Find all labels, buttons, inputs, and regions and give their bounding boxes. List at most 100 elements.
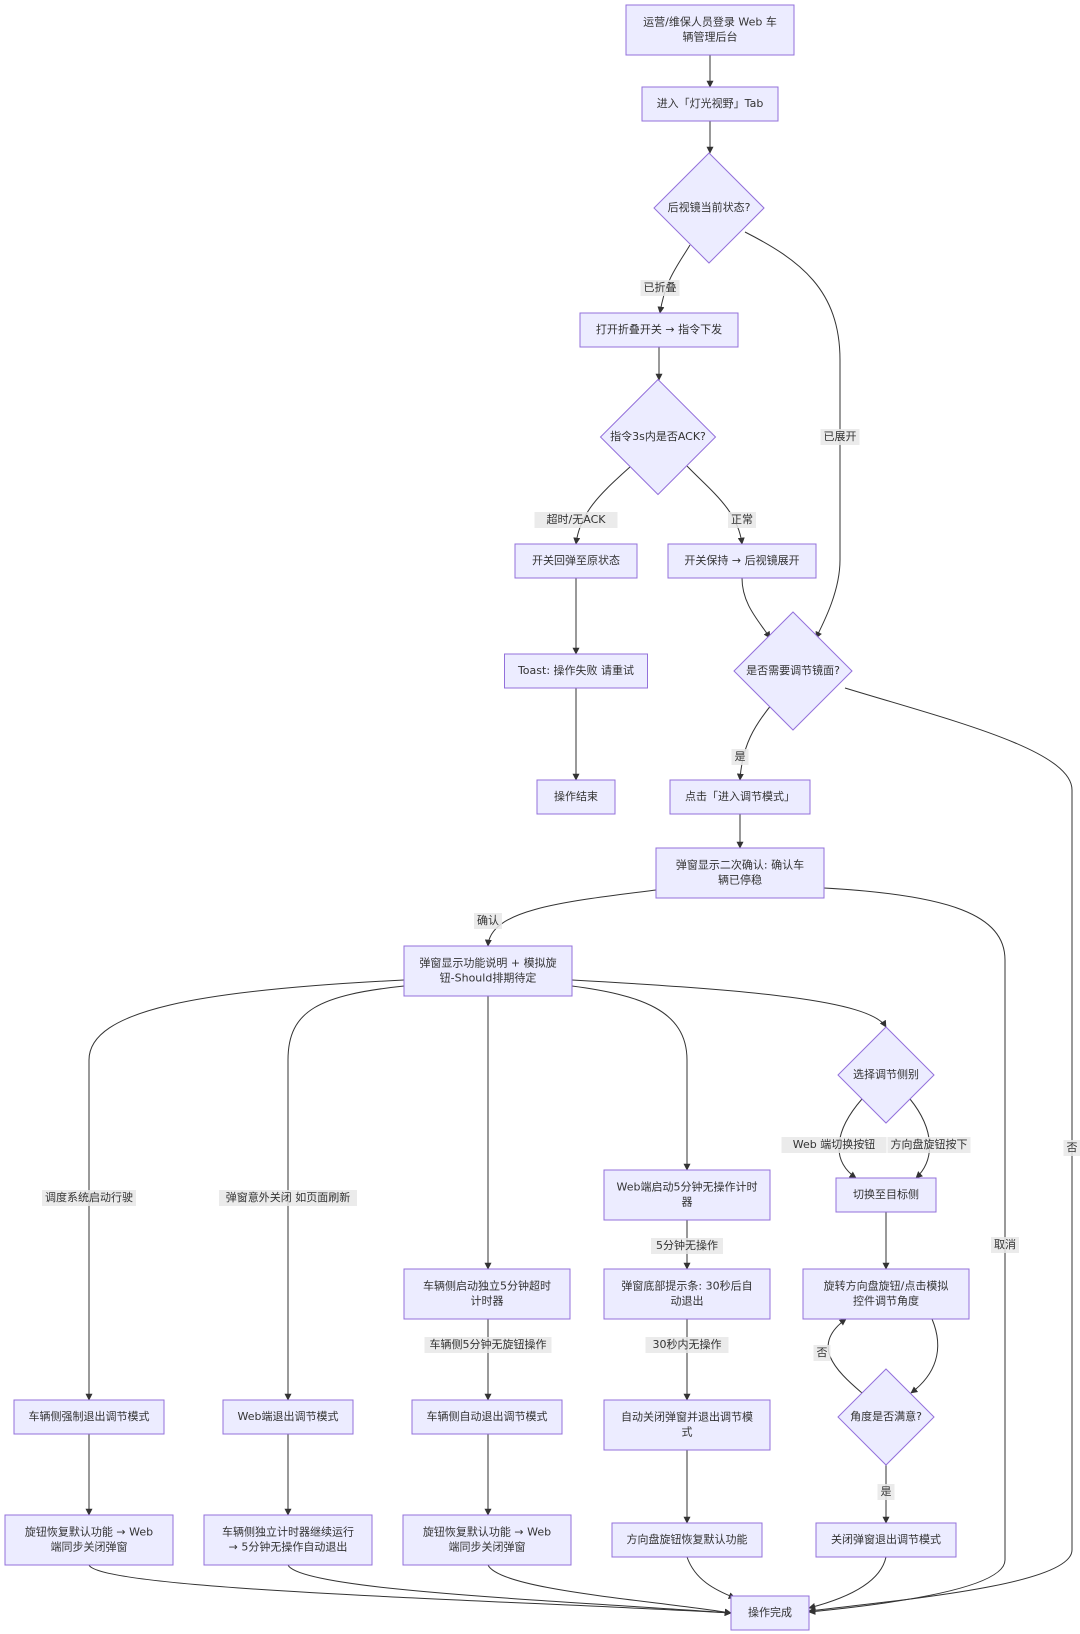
edge-label-web-switch: Web 端切换按钮 (781, 1137, 887, 1153)
node-text: 关闭弹窗退出调节模式 (831, 1532, 941, 1546)
node-text: 辆管理后台 (683, 30, 738, 44)
node-text: 计时器 (471, 1295, 504, 1308)
node-enter-mode: 点击「进入调节模式」 (669, 779, 811, 815)
node-text: 自动关闭弹窗并退出调节模 (621, 1410, 753, 1424)
node-text: 车辆侧独立计时器继续运行 (222, 1525, 354, 1539)
node-satisfied: 角度是否满意? (837, 1368, 935, 1466)
node-close-popup: 关闭弹窗退出调节模式 (815, 1522, 957, 1558)
edge-arrow (571, 979, 887, 1028)
edge-label-dispatch: 调度系统启动行驶 (42, 1190, 136, 1206)
node-text: 是否需要调节镜面? (746, 663, 840, 677)
edge-arrow (744, 231, 841, 639)
edge-label-text: 超时/无ACK (547, 512, 607, 526)
edge-label-expanded: 已展开 (820, 429, 860, 445)
edge-label-no-sat: 否 (813, 1345, 831, 1361)
edge-label-text: 5分钟无操作 (656, 1238, 718, 1252)
edge-label-folded: 已折叠 (640, 280, 680, 296)
node-text: → 5分钟无操作自动退出 (229, 1540, 348, 1554)
edge-label-text: 正常 (731, 513, 753, 526)
edge-label-text: 确认 (477, 914, 499, 927)
edge-arrow (736, 703, 773, 781)
edge-label-no-adjust: 否 (1063, 1140, 1080, 1156)
node-text: Web端退出调节模式 (238, 1409, 339, 1423)
node-text: 旋转方向盘旋钮/点击模拟 (824, 1279, 949, 1293)
node-text: 端同步关闭弹窗 (449, 1540, 526, 1554)
edge-arrow (827, 1318, 863, 1394)
edge-arrow (573, 465, 632, 545)
edge-label-text: 否 (817, 1346, 828, 1359)
edge-arrow (686, 465, 745, 545)
node-text: 指令3s内是否ACK? (610, 429, 706, 443)
edge-arrow (657, 244, 691, 314)
node-text: 钮-Should排期待定 (440, 971, 537, 985)
node-text: 车辆侧强制退出调节模式 (29, 1409, 150, 1423)
edge-arrow (287, 1564, 732, 1617)
edge-label-cancel: 取消 (991, 1237, 1019, 1253)
node-ack: 指令3s内是否ACK? (599, 378, 717, 496)
edge-label-vehicle-5min: 车辆侧5分钟无旋钮操作 (424, 1337, 552, 1353)
node-text: 运营/维保人员登录 Web 车 (643, 15, 777, 29)
node-text: Toast: 操作失败 请重试 (517, 663, 634, 677)
node-open-fold: 打开折叠开关 → 指令下发 (579, 312, 739, 348)
node-text: 打开折叠开关 → 指令下发 (596, 322, 722, 336)
edge-label-text: 30秒内无操作 (653, 1337, 722, 1351)
node-text: 方向盘旋钮恢复默认功能 (627, 1532, 748, 1546)
edge-label-text: 弹窗意外关闭 如页面刷新 (226, 1190, 351, 1204)
edge-label-text: 否 (1067, 1141, 1078, 1154)
node-wheel-restore: 方向盘旋钮恢复默认功能 (611, 1522, 763, 1558)
edge-label-wheel-press: 方向盘旋钮按下 (887, 1137, 971, 1153)
edge-label-text: 调度系统启动行驶 (45, 1190, 133, 1204)
edge-label-text: 已折叠 (644, 280, 677, 294)
edge-label-yes: 是 (731, 749, 749, 765)
node-vehicle-continue: 车辆侧独立计时器继续运行→ 5分钟无操作自动退出 (203, 1514, 373, 1566)
node-auto-exit: 车辆侧自动退出调节模式 (411, 1399, 563, 1435)
edge-arrow (88, 1564, 732, 1617)
node-text: 器 (682, 1196, 693, 1209)
edge-label-text: 已展开 (824, 430, 857, 443)
edge-arrow (808, 887, 1006, 1615)
edge-label-text: 是 (735, 750, 746, 763)
edge-label-text: 车辆侧5分钟无旋钮操作 (430, 1337, 547, 1351)
node-mirror-state: 后视镜当前状态? (653, 152, 765, 264)
node-text: Web端启动5分钟无操作计时 (617, 1180, 758, 1194)
edge-arrow (910, 1318, 939, 1394)
node-text: 动退出 (671, 1294, 704, 1308)
node-done: 操作完成 (730, 1595, 810, 1631)
node-web-exit: Web端退出调节模式 (222, 1399, 354, 1435)
edge-arrow (686, 1556, 736, 1599)
node-text: 后视镜当前状态? (668, 200, 751, 214)
node-switch-side: 切换至目标侧 (835, 1177, 937, 1213)
node-text: 旋钮恢复默认功能 → Web (25, 1525, 153, 1539)
edge-arrow (808, 1556, 887, 1610)
node-keep: 开关保持 → 后视镜展开 (667, 543, 817, 579)
node-rebound: 开关回弹至原状态 (514, 543, 638, 579)
edge-arrow (85, 979, 405, 1401)
node-text: 进入「灯光视野」Tab (657, 96, 764, 110)
node-select-side: 选择调节侧别 (837, 1026, 935, 1124)
node-tab: 进入「灯光视野」Tab (641, 86, 779, 122)
node-text: 切换至目标侧 (853, 1187, 919, 1201)
node-text: 弹窗底部提示条: 30秒后自 (621, 1279, 752, 1293)
edge-label-text: 方向盘旋钮按下 (891, 1137, 968, 1151)
node-text: 开关保持 → 后视镜展开 (684, 553, 799, 567)
edge-arrow (284, 985, 405, 1401)
edge-arrow (487, 1564, 732, 1616)
node-text: 开关回弹至原状态 (532, 553, 620, 567)
node-text: 弹窗显示二次确认: 确认车 (676, 858, 804, 872)
edge-label-normal: 正常 (728, 512, 756, 528)
node-text: 车辆侧启动独立5分钟超时 (423, 1279, 551, 1293)
node-text: 操作完成 (748, 1605, 792, 1619)
edge-arrow (571, 985, 691, 1171)
edge-label-thirty-sec: 30秒内无操作 (645, 1337, 729, 1353)
node-text: 选择调节侧别 (853, 1067, 919, 1081)
